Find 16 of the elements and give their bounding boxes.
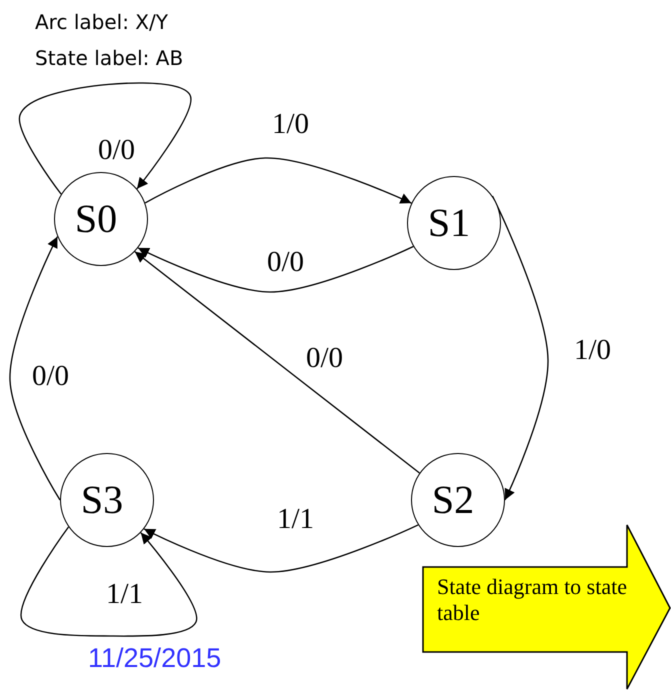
state-name: S3 [80, 480, 124, 520]
transition-arrow [134, 251, 420, 474]
transition-arrow [138, 246, 414, 293]
legend-note: State label: AB [35, 48, 184, 68]
arrow-text: State diagram to state table [437, 574, 627, 627]
transition-arrow [20, 526, 197, 637]
legend-note: Arc label: X/Y [35, 12, 168, 32]
transition-arrow [492, 196, 549, 500]
date-text: 11/25/2015 [88, 645, 222, 672]
state-name: S0 [74, 199, 118, 239]
transition-arrow [19, 82, 192, 194]
transition-arrow [9, 236, 61, 500]
state-name: S1 [428, 203, 470, 243]
transition-arrow [144, 524, 418, 573]
transition-arrow [144, 157, 412, 204]
state-name: S2 [432, 480, 474, 520]
